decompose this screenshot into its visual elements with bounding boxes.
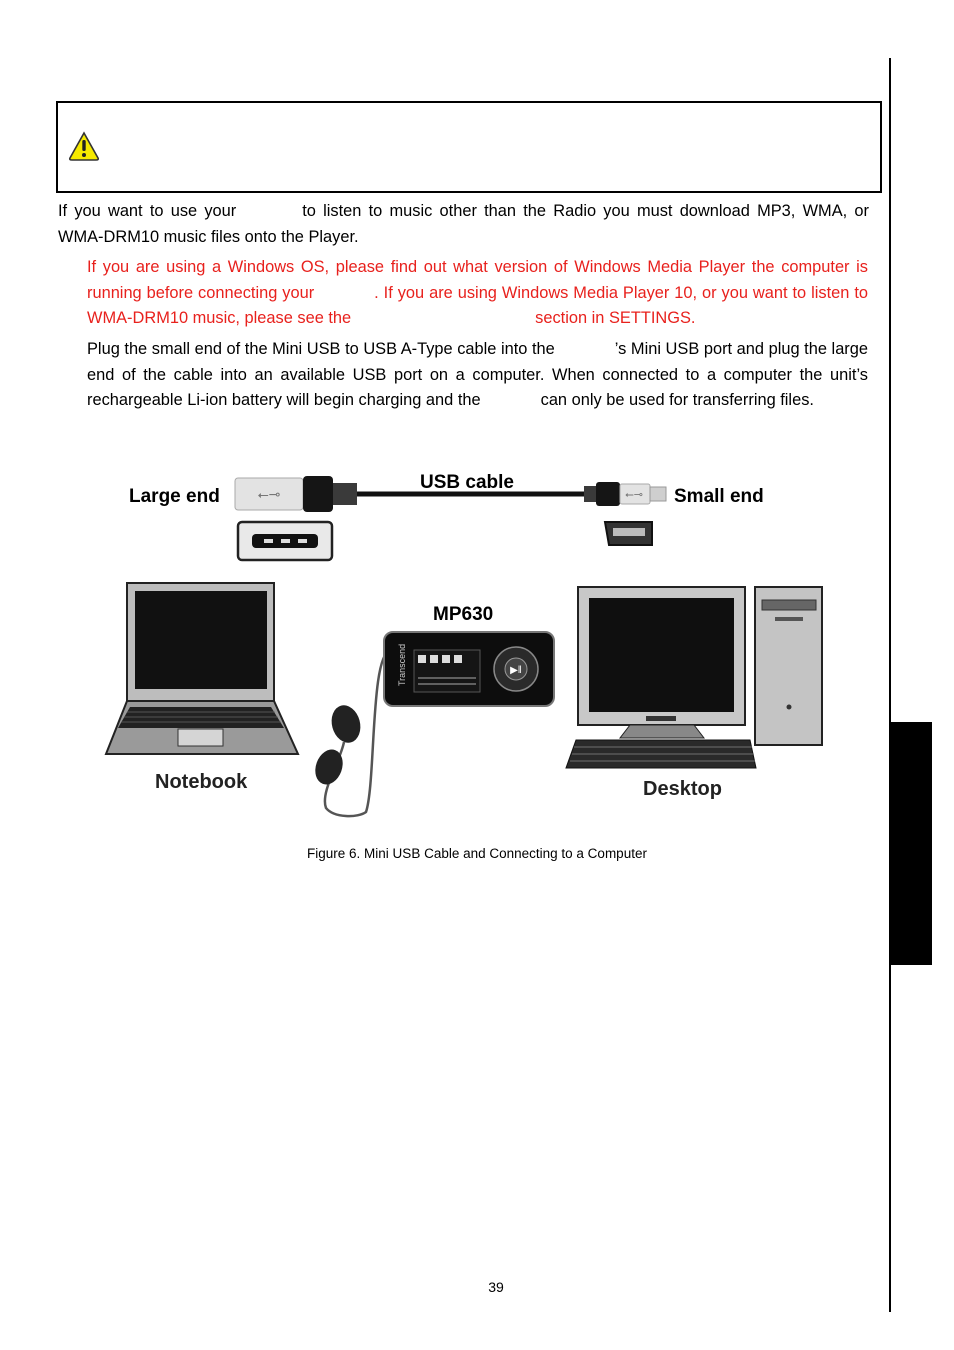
usb-cable-label: USB cable: [420, 472, 514, 493]
small-end-label: Small end: [674, 486, 764, 507]
desktop-tower: [754, 586, 823, 746]
notebook-screen: [135, 591, 267, 689]
usb-cable: Large end ⭠⊸ USB cable ⭠⊸ Small end: [129, 472, 764, 562]
earbud-upper: [331, 705, 361, 743]
play-pause-icon: ▶‖: [510, 665, 522, 676]
notebook-keyboard: [118, 707, 284, 728]
mp630-player: MP630 Transcend ▶‖: [383, 604, 555, 707]
power-button: [786, 704, 792, 710]
chapter-tab: [891, 722, 932, 965]
earphones: [315, 648, 392, 818]
earbud-lower: [315, 749, 343, 785]
usb-symbol-icon: ⭠⊸: [258, 486, 281, 502]
plug-text-b: ’s Mini USB port and plug the large end …: [87, 340, 868, 410]
monitor-stand: [618, 724, 706, 739]
mini-usb-symbol-icon: ⭠⊸: [625, 489, 643, 501]
plug-in-paragraph: Plug the small end of the Mini USB to US…: [87, 337, 868, 414]
windows-note-paragraph: If you are using a Windows OS, please fi…: [87, 255, 868, 332]
desktop-label: Desktop: [643, 778, 722, 800]
notebook-touchpad: [177, 728, 224, 747]
drive-bay: [761, 599, 817, 611]
mp630-label: MP630: [433, 604, 493, 625]
intro-text-b: to listen to music other than the Radio …: [58, 202, 869, 246]
note-text-a: If you are using a Windows OS, please fi…: [87, 258, 868, 302]
right-margin-rule: [889, 58, 891, 1312]
figure-caption: Figure 6. Mini USB Cable and Connecting …: [307, 846, 647, 861]
usb-a-boot: [303, 476, 333, 512]
mini-usb-boot: [596, 482, 620, 506]
mini-usb-tip: [649, 486, 667, 502]
brand-label: Transcend: [397, 644, 407, 686]
warning-box: [56, 101, 882, 193]
mini-usb-strain-relief: [584, 486, 596, 502]
notebook-computer: Notebook: [104, 582, 300, 793]
note-text-b: . If you are using Windows Media Player …: [87, 283, 868, 328]
intro-text-a: If you want to use your: [58, 202, 237, 220]
play-pause-button: [504, 657, 528, 681]
warning-icon: [68, 131, 100, 161]
plug-text-c: can only be used for transferring files.: [540, 391, 814, 410]
large-end-label: Large end: [129, 486, 220, 507]
note-text-c: section in SETTINGS.: [535, 309, 696, 328]
plug-text-a: Plug the small end of the Mini USB to US…: [87, 340, 555, 358]
usb-connection-figure: Large end ⭠⊸ USB cable ⭠⊸ Small end Note…: [104, 472, 823, 818]
page-number: 39: [488, 1279, 504, 1295]
desktop-computer: Desktop: [565, 586, 823, 800]
usb-a-strain-relief: [333, 483, 357, 505]
desktop-screen: [589, 598, 734, 712]
notebook-label: Notebook: [155, 771, 248, 793]
